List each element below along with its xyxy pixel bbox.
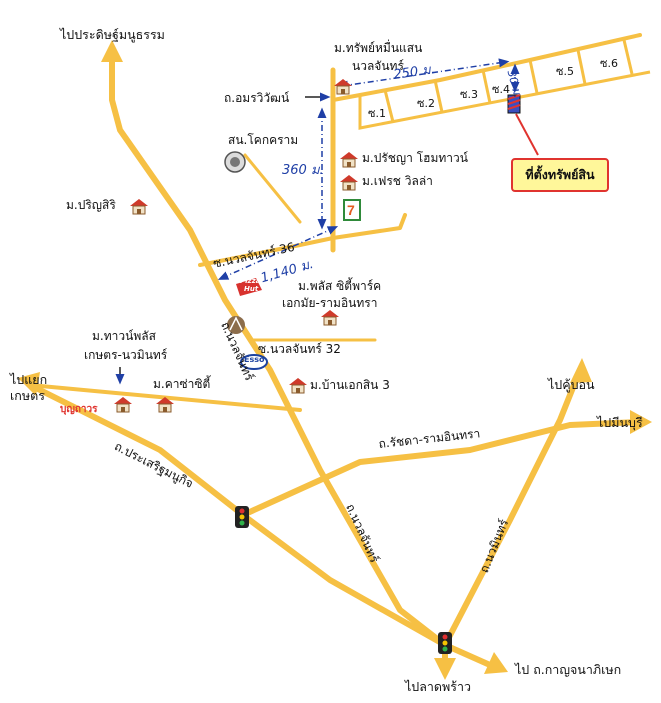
house-icon [340, 152, 358, 168]
police-station-icon [224, 151, 246, 173]
soi-label: ซ.3 [460, 88, 478, 101]
pizza-hut-icon [236, 278, 262, 296]
house-icon [114, 397, 132, 413]
place-pratchaya-label: ม.ปรัชญา โฮมทาวน์ [362, 151, 468, 165]
house-icon [130, 199, 148, 215]
soi-label: ซ.2 [417, 97, 435, 110]
place-townplus-label-1: ม.ทาวน์พลัส [92, 329, 156, 343]
place-parinsiri-label: ม.ปริญสิริ [66, 198, 116, 212]
place-sap-label-2: นวลจันทร์ [352, 59, 404, 73]
place-sap-label-1: ม.ทรัพย์หมื่นแสน [334, 41, 423, 55]
place-pluscity-label-2: เอกมัย-รามอินทรา [282, 296, 378, 310]
arrow-ladprao [434, 658, 456, 680]
property-marker-icon [507, 94, 539, 156]
place-pluscity-label-1: ม.พลัส ซิตี้พาร์ค [298, 279, 382, 293]
distance-250 [337, 58, 510, 90]
distance-360-label: 360 ม. [282, 163, 324, 178]
svg-text:7: 7 [347, 202, 355, 218]
road-kanchana [442, 642, 493, 668]
arrow-kanchana [484, 652, 508, 674]
pizza-hut-label-2: Hut [244, 285, 259, 293]
arrow-pracha [101, 40, 123, 62]
road-ratchada [240, 419, 643, 518]
traffic-light-icon [235, 506, 249, 528]
house-icon [289, 378, 307, 394]
soi-label: ซ.1 [368, 107, 386, 120]
road-soi32-label: ซ.นวลจันทร์ 32 [258, 342, 341, 356]
direction-kanchana-label: ไป ถ.กาญจนาภิเษก [515, 662, 622, 677]
soi-label: ซ.4 [492, 83, 510, 96]
place-baan-ekasin-label: ม.บ้านเอกสิน 3 [310, 378, 390, 392]
road-amorn-label: ถ.อมรวิวัฒน์ [224, 91, 290, 105]
distance-1140 [217, 226, 339, 280]
house-icon [334, 79, 352, 95]
arrow-minburi [630, 410, 652, 434]
place-fresh-label: ม.เฟรช วิลล่า [362, 174, 433, 188]
road-arrowheads [18, 40, 652, 680]
direction-pracha-label: ไปประดิษฐ์มนูธรรม [60, 27, 165, 42]
plus-city-emblem-icon [227, 316, 245, 334]
direction-ladprao-label: ไปลาดพร้าว [405, 679, 472, 694]
traffic-light-icon [438, 632, 452, 654]
direction-minburi-label: ไปมีนบุรี [597, 415, 643, 430]
esso-label: Esso [244, 355, 265, 364]
soi-label: ซ.5 [556, 65, 574, 78]
arrow-kaset [18, 372, 40, 396]
place-kokram-label: สน.โคกคราม [228, 133, 299, 147]
brand-sign-label: บุญถาวร [60, 404, 98, 415]
road-nawamin [442, 367, 583, 648]
seven-eleven-icon: 7 [343, 199, 361, 221]
esso-icon [240, 354, 268, 370]
house-icon [321, 310, 339, 326]
house-icon [340, 175, 358, 191]
road-nuanchan-main [109, 57, 448, 648]
pizza-hut-label-1: Pizza [240, 277, 261, 285]
soi-label: ซ.6 [600, 57, 618, 70]
place-townplus-label-2: เกษตร-นวมินทร์ [84, 348, 168, 362]
distance-lines [217, 58, 520, 280]
property-location-label: ที่ตั้งทรัพย์สิน [525, 167, 595, 182]
direction-kaset-label-1: ไปแยก [10, 372, 48, 387]
road-kokram [243, 153, 302, 224]
arrow-khubon [570, 358, 592, 383]
direction-khubon-label: ไปคู้บอน [548, 377, 595, 392]
house-icon [156, 397, 174, 413]
place-casa-label: ม.คาซ่าซิตี้ [153, 377, 211, 391]
direction-kaset-label-2: เกษตร [10, 388, 45, 403]
property-location-callout: ที่ตั้งทรัพย์สิน [511, 158, 609, 192]
